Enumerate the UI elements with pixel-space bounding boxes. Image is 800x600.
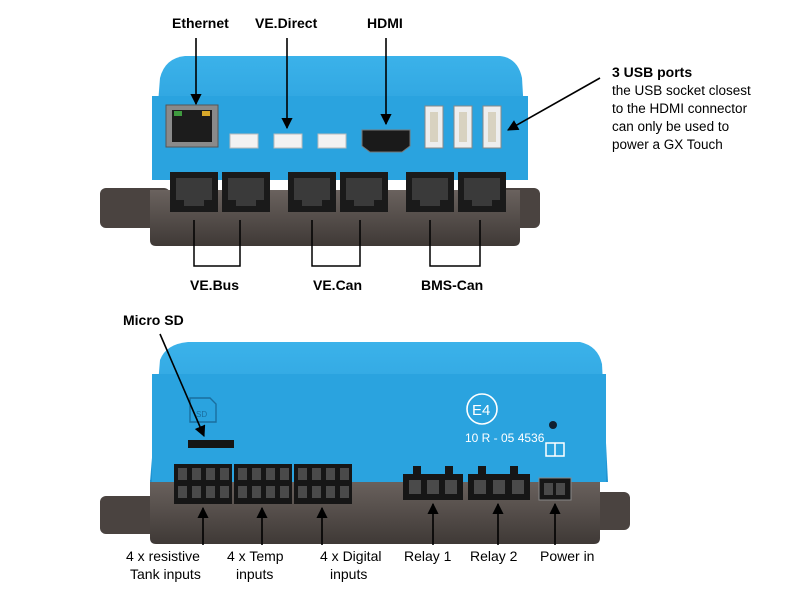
terminal-pin <box>220 486 229 498</box>
terminal-pin <box>280 486 289 498</box>
terminal-pin <box>474 480 486 494</box>
relay1-connector <box>403 466 463 500</box>
label-bmscan: BMS-Can <box>421 277 483 293</box>
terminal-pin <box>312 468 321 480</box>
terminal-pin <box>220 468 229 480</box>
terminal-pin <box>178 468 187 480</box>
label-ethernet: Ethernet <box>172 15 229 31</box>
terminal-pin <box>280 468 289 480</box>
label-vedirect: VE.Direct <box>255 15 318 31</box>
terminal-pin <box>312 486 321 498</box>
label-vecan: VE.Can <box>313 277 362 293</box>
usb-note-title: 3 USB ports <box>612 64 692 80</box>
terminal-pin <box>238 468 247 480</box>
bracket-vebus <box>193 220 241 267</box>
terminal-pin <box>206 486 215 498</box>
rj45-cavity <box>228 178 264 206</box>
label-digital-2: inputs <box>330 566 367 582</box>
microsd-slot <box>188 440 234 448</box>
usb-note-line-3: can only be used to <box>612 119 729 134</box>
label-tank-2: Tank inputs <box>130 566 201 582</box>
terminal-pin <box>340 468 349 480</box>
sd-icon <box>189 397 217 423</box>
bracket-vecan <box>311 220 361 267</box>
relay2-connector <box>468 466 530 500</box>
terminal-pin <box>544 483 553 495</box>
label-vebus: VE.Bus <box>190 277 239 293</box>
usb-note-line-1: the USB socket closest <box>612 83 751 98</box>
terminal-pin <box>409 480 421 494</box>
manual-icon <box>545 442 565 457</box>
terminal-pin <box>512 480 524 494</box>
usb-ports <box>424 105 502 149</box>
e-mark-circle <box>466 393 498 425</box>
bottom-device: SD E4 10 R - 05 4536 <box>100 342 630 544</box>
rj45-cavity <box>176 178 212 206</box>
terminal-pin <box>556 483 565 495</box>
terminal-pin <box>266 468 275 480</box>
hdmi-port <box>361 129 411 153</box>
label-microsd: Micro SD <box>123 312 184 328</box>
terminal-pin <box>326 468 335 480</box>
terminal-pin <box>445 480 457 494</box>
terminal-pin <box>427 480 439 494</box>
terminal-pin <box>298 468 307 480</box>
approval-number: 10 R - 05 4536 <box>465 431 545 445</box>
terminal-pin <box>238 486 247 498</box>
power-connector <box>538 477 572 501</box>
rj45-cavity <box>412 178 448 206</box>
label-tank-1: 4 x resistive <box>126 548 200 564</box>
terminal-pin <box>252 468 261 480</box>
label-temp-1: 4 x Temp <box>227 548 284 564</box>
sd-mark: SD <box>196 410 207 419</box>
terminal-pin <box>266 486 275 498</box>
rj45-cavity <box>464 178 500 206</box>
terminal-pin <box>206 468 215 480</box>
terminal-pin <box>298 486 307 498</box>
tank-terminal-block <box>174 464 232 504</box>
label-temp-2: inputs <box>236 566 273 582</box>
label-relay1: Relay 1 <box>404 548 452 564</box>
label-relay2: Relay 2 <box>470 548 518 564</box>
rj45-cavity <box>346 178 382 206</box>
arrow-usb <box>507 77 601 131</box>
arrow-microsd <box>159 333 206 438</box>
terminal-pin <box>178 486 187 498</box>
vedirect-ports <box>229 133 347 149</box>
terminal-pin <box>326 486 335 498</box>
digital-terminal-block <box>294 464 352 504</box>
usb-note-line-2: to the HDMI connector <box>612 101 748 116</box>
bracket-bmscan <box>429 220 481 267</box>
terminal-pin <box>493 480 505 494</box>
terminal-pin <box>192 486 201 498</box>
terminal-pin <box>252 486 261 498</box>
indicator-led <box>549 421 557 429</box>
ethernet-port <box>165 104 219 148</box>
top-device <box>100 56 540 246</box>
e-mark: E4 <box>472 402 490 419</box>
label-hdmi: HDMI <box>367 15 403 31</box>
terminal-pin <box>340 486 349 498</box>
label-digital-1: 4 x Digital <box>320 548 381 564</box>
terminal-pin <box>192 468 201 480</box>
usb-note-line-4: power a GX Touch <box>612 137 723 152</box>
rj45-row <box>170 172 506 212</box>
rj45-cavity <box>294 178 330 206</box>
temp-terminal-block <box>234 464 292 504</box>
label-power: Power in <box>540 548 594 564</box>
